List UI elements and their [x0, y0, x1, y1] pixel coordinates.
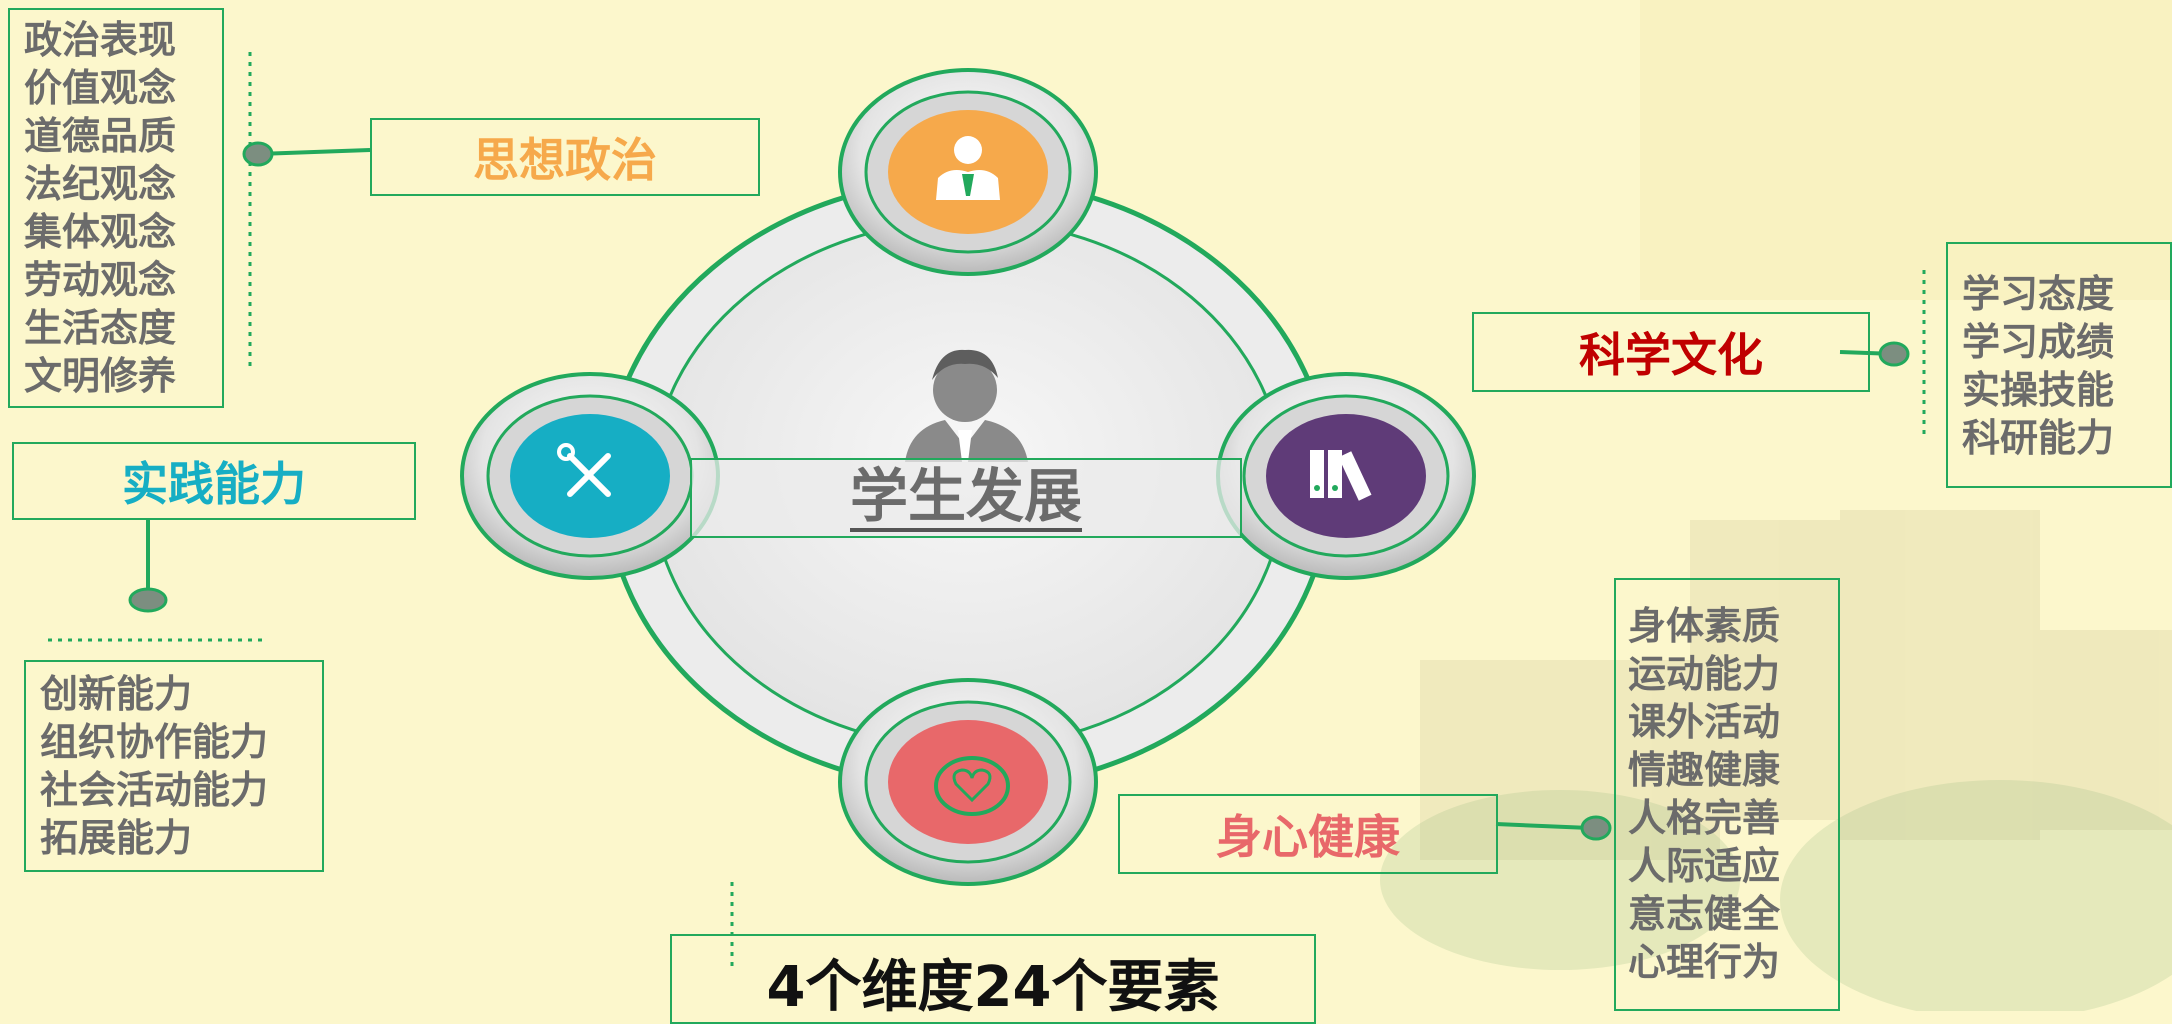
binders-icon — [1310, 450, 1372, 501]
political-item: 劳动观念 — [24, 258, 177, 302]
health-item: 心理行为 — [1628, 940, 1781, 984]
connector-health — [1495, 815, 1612, 841]
health-item: 身体素质 — [1628, 604, 1781, 648]
health-node[interactable] — [838, 678, 1098, 886]
practice-item: 创新能力 — [40, 672, 193, 716]
student-person-icon — [905, 349, 1028, 462]
practice-items-box: 创新能力 组织协作能力 社会活动能力 拓展能力 — [24, 660, 324, 872]
practice-title: 实践能力 — [122, 457, 306, 511]
center-label-box: 学生发展 — [690, 458, 1242, 538]
connector-political — [242, 52, 371, 372]
health-title: 身心健康 — [1216, 810, 1400, 864]
summary-label: 4个维度24个要素 — [766, 955, 1220, 1020]
tools-icon — [557, 443, 611, 497]
center-label: 学生发展 — [849, 462, 1082, 532]
political-item: 政治表现 — [24, 18, 177, 62]
health-item: 运动能力 — [1628, 652, 1781, 696]
practice-item: 社会活动能力 — [40, 768, 269, 812]
science-item: 学习态度 — [1962, 272, 2115, 316]
science-item: 科研能力 — [1962, 416, 2115, 460]
health-item: 情趣健康 — [1628, 748, 1781, 792]
connector-practice — [48, 520, 268, 642]
political-item: 道德品质 — [24, 114, 177, 158]
political-items-box: 政治表现 价值观念 道德品质 法纪观念 集体观念 劳动观念 生活态度 文明修养 — [8, 8, 224, 408]
science-title-box: 科学文化 — [1472, 312, 1870, 392]
health-item: 人格完善 — [1628, 796, 1781, 840]
science-title: 科学文化 — [1579, 328, 1763, 382]
political-item: 法纪观念 — [24, 162, 177, 206]
practice-item: 拓展能力 — [40, 816, 193, 860]
health-items-box: 身体素质 运动能力 课外活动 情趣健康 人格完善 人际适应 意志健全 心理行为 — [1614, 578, 1840, 1011]
health-item: 课外活动 — [1628, 700, 1781, 744]
political-item: 生活态度 — [24, 306, 177, 350]
political-item: 文明修养 — [24, 354, 177, 398]
political-item: 集体观念 — [24, 210, 177, 254]
health-title-box: 身心健康 — [1118, 794, 1498, 874]
political-title: 思想政治 — [473, 133, 657, 187]
practice-item: 组织协作能力 — [40, 720, 269, 764]
health-item: 意志健全 — [1628, 892, 1781, 936]
political-node[interactable] — [838, 68, 1098, 276]
science-item: 实操技能 — [1962, 368, 2115, 412]
heart-icon — [934, 756, 1010, 816]
health-item: 人际适应 — [1628, 844, 1781, 888]
practice-node[interactable] — [460, 372, 720, 580]
science-items-box: 学习态度 学习成绩 实操技能 科研能力 — [1946, 242, 2172, 488]
practice-title-box: 实践能力 — [12, 442, 416, 520]
science-node[interactable] — [1216, 372, 1476, 580]
person-icon — [936, 136, 1000, 200]
political-item: 价值观念 — [24, 66, 177, 110]
science-item: 学习成绩 — [1962, 320, 2115, 364]
political-title-box: 思想政治 — [370, 118, 760, 196]
